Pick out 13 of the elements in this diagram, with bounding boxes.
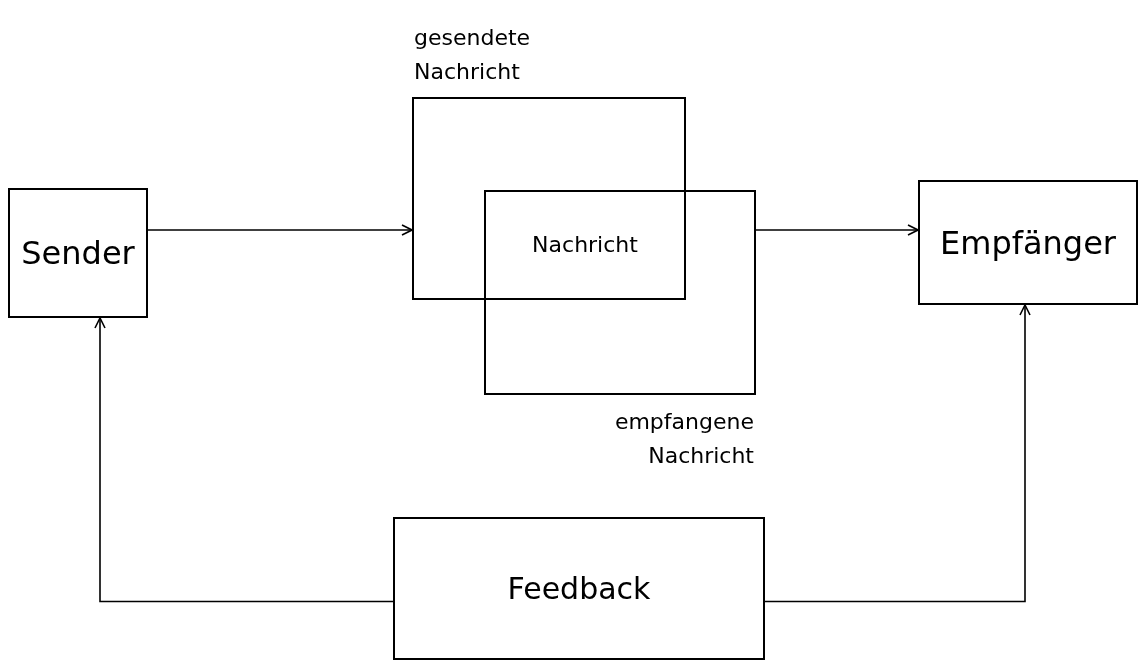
process-box [918, 180, 1138, 305]
frame-heading: gesendete Nachricht [414, 24, 532, 86]
box-label: Empfänger [940, 222, 1116, 264]
overlap-label: Nachricht [531, 231, 639, 259]
box-label: Feedback [507, 570, 651, 608]
process-box [393, 517, 765, 660]
arrow [147, 224, 413, 236]
box-label: Sender [21, 233, 135, 274]
arrow [94, 317, 394, 603]
arrow [755, 224, 919, 236]
frame-heading: empfangene Nachricht [613, 408, 754, 470]
arrow [764, 304, 1031, 603]
process-box [8, 188, 148, 318]
